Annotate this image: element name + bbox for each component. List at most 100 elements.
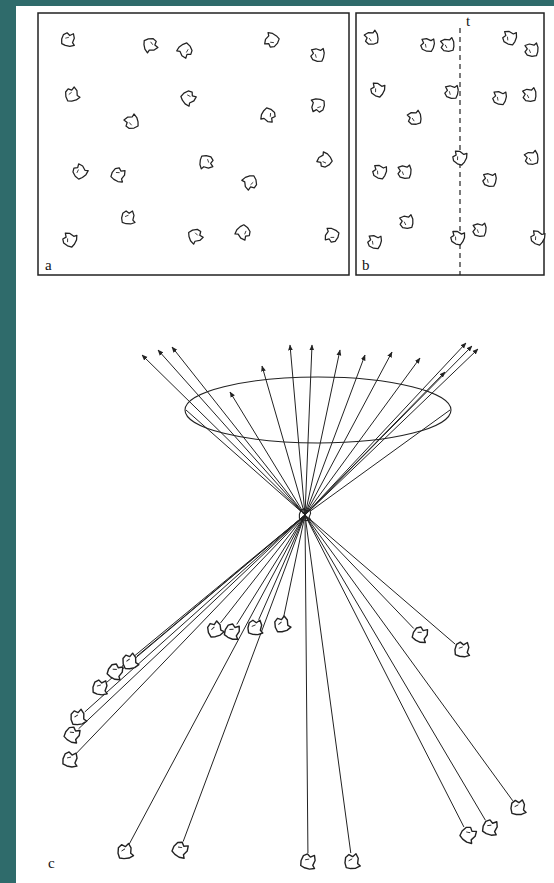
grain [406,110,423,126]
grain-shape [116,842,134,861]
grain-shape [363,30,380,46]
grain [123,114,141,131]
grain-shape [459,825,478,845]
ray-line [305,515,464,827]
grain [106,662,124,680]
grain [459,825,478,845]
ray-arrow [305,346,472,515]
grain [301,854,316,870]
grain [311,98,325,112]
grain [205,620,225,640]
grain-shape [311,98,325,112]
grain [472,223,487,237]
grain-shape [301,854,316,870]
ray-line [221,515,305,623]
grain-shape [176,41,194,59]
panel-b-frame [356,13,544,275]
grain-shape [106,662,124,680]
grain [234,223,252,241]
grain [93,680,108,695]
grain [367,235,382,249]
grain [260,107,277,123]
grain [502,31,517,46]
ray-line [129,515,305,844]
grain-shape [502,31,517,46]
ray-arrow [172,347,305,515]
grains-panel-c [63,615,526,871]
grain [121,210,135,225]
ray-arrow [290,345,305,515]
scattering-cone [185,377,451,521]
ray-line [79,515,305,729]
panel-a-frame [38,13,349,275]
ray-arrow [305,350,340,515]
grain [454,641,469,657]
ray-arrow [305,345,312,515]
grain [186,227,204,245]
grain-shape [472,223,487,237]
grain [199,155,214,169]
grain [241,173,259,191]
grain-shape [142,36,159,53]
cone-side [186,410,305,515]
reflected-rays [142,343,478,515]
grain [522,87,538,102]
ray-line [305,515,308,853]
grain-shape [483,174,497,187]
grain-shape [260,107,277,123]
grain [272,615,291,635]
grain [324,227,339,243]
grain-shape [372,165,387,180]
grain-shape [70,163,88,181]
grain [399,215,415,230]
panel-letter: a [44,258,53,273]
grain [439,37,455,52]
grain [142,36,159,53]
grain [445,85,459,98]
ray-line [107,515,305,682]
grain [483,174,497,187]
grain [179,88,197,106]
grain-shape [399,215,415,230]
grain [247,619,263,636]
grain [224,623,241,640]
grain-shape [199,155,214,169]
grain-shape [234,223,252,241]
grain [171,840,190,859]
white-ground [16,6,554,883]
grain [264,32,281,49]
grain-shape [61,232,77,248]
grain-shape [93,680,108,695]
grain [492,91,506,105]
grain-shape [343,852,360,870]
grain-shape [509,799,526,817]
ray-line [183,515,305,842]
grain-shape [439,37,455,52]
grain-shape [522,87,538,102]
grain-shape [397,165,412,179]
grain [412,626,429,644]
grain [110,166,126,183]
ray-line [305,515,513,801]
grain-shape [186,227,204,245]
grain [62,33,75,47]
grain [61,232,77,248]
grains-panel-b [363,30,546,249]
grain [420,38,434,51]
ray-arrow [158,350,305,515]
panel-letter: t [465,14,471,29]
grain [311,48,325,61]
ray-arrow [305,349,478,515]
grain [116,842,134,861]
incident-rays [76,515,512,853]
ray-line [305,515,485,820]
grain-shape [529,230,546,246]
grain-shape [450,230,466,245]
grain-shape [406,110,423,126]
grain [397,165,412,179]
grain-shape [179,88,197,106]
grain [450,230,466,245]
grain [524,43,539,57]
panel-letter: b [361,258,371,273]
ray-line [305,515,455,644]
